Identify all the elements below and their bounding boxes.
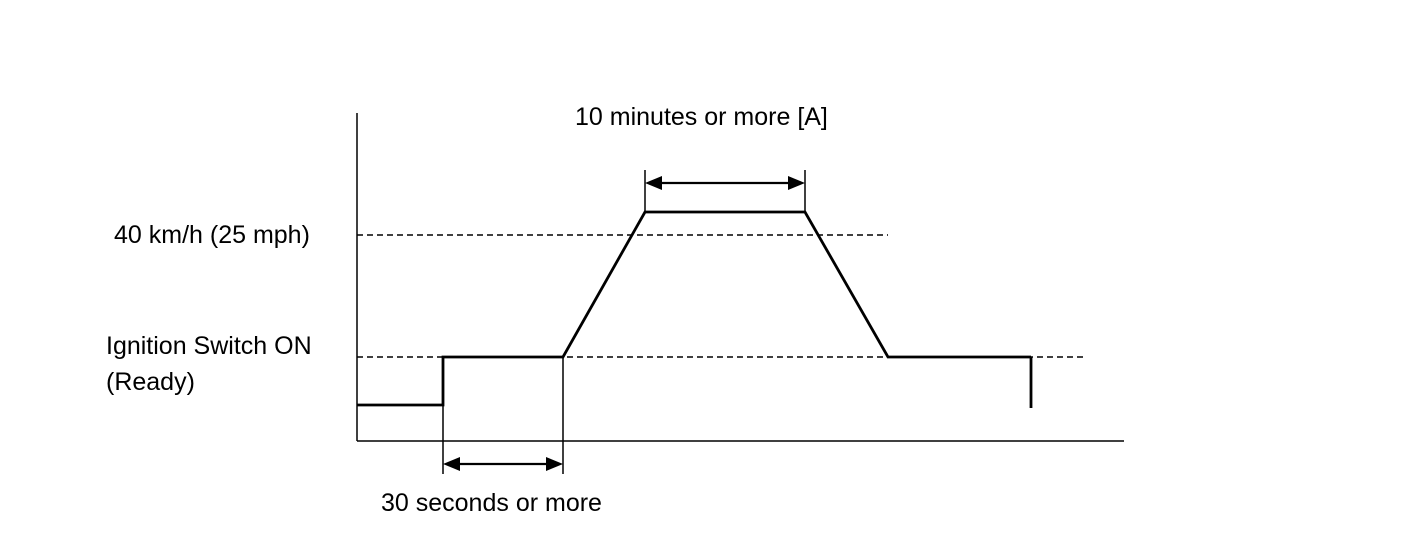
ignition-label-line2: (Ready): [106, 368, 195, 396]
bottom-interval-arrow: [443, 457, 563, 471]
ignition-label-line1: Ignition Switch ON: [106, 332, 312, 360]
top-interval-label: 10 minutes or more [A]: [575, 103, 828, 131]
speed-level-label: 40 km/h (25 mph): [114, 221, 310, 249]
top-interval-arrow: [645, 176, 805, 190]
speed-profile-line: [357, 210, 1031, 407]
bottom-interval-label: 30 seconds or more: [381, 489, 602, 517]
